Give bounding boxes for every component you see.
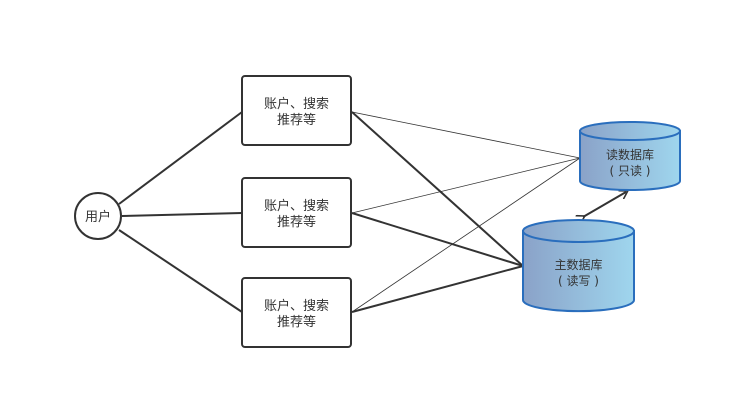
connector-user-service-3 (118, 229, 243, 313)
user-label: 用户 (85, 209, 111, 225)
read-db-connections (351, 111, 581, 313)
connector-service-3-master-db (351, 265, 524, 313)
service-label-line2: 推荐等 (277, 314, 316, 330)
connector-service-2-master-db (351, 212, 524, 267)
service-label-line1: 账户、搜索 (264, 198, 329, 214)
master-db-body (522, 230, 635, 313)
master-db-connections (351, 111, 524, 313)
user-connections (118, 111, 243, 313)
user-node[interactable]: 用户 (74, 192, 122, 240)
user-circle (74, 192, 122, 240)
master-db-top (522, 219, 635, 243)
read-db-top (579, 121, 681, 141)
read-database[interactable]: 读数据库 ( 只读 ) (579, 121, 681, 191)
service-label-line1: 账户、搜索 (264, 96, 329, 112)
service-node-2[interactable]: 账户、搜索 推荐等 (241, 177, 352, 248)
service-label-line2: 推荐等 (277, 214, 316, 230)
connector-service-2-read-db (351, 157, 581, 214)
service-node-1[interactable]: 账户、搜索 推荐等 (241, 75, 352, 146)
service-label-line2: 推荐等 (277, 112, 316, 128)
master-db-label-line2: ( 读写 ) (558, 274, 599, 288)
service-box (241, 277, 352, 348)
service-box (241, 75, 352, 146)
connector-service-1-read-db (351, 111, 581, 159)
master-database[interactable]: 主数据库 ( 读写 ) (522, 219, 635, 313)
service-node-3[interactable]: 账户、搜索 推荐等 (241, 277, 352, 348)
master-db-label-line1: 主数据库 (554, 257, 602, 272)
read-db-label-line1: 读数据库 (606, 147, 654, 162)
connector-service-3-read-db (351, 157, 581, 313)
connector-user-service-2 (121, 212, 243, 217)
read-db-label-line2: ( 只读 ) (610, 164, 651, 178)
replication-arrow (583, 192, 626, 217)
read-db-body (579, 130, 681, 191)
connector-service-1-master-db (351, 111, 524, 267)
service-label-line1: 账户、搜索 (264, 298, 329, 314)
service-box (241, 177, 352, 248)
connector-user-service-1 (118, 111, 243, 205)
